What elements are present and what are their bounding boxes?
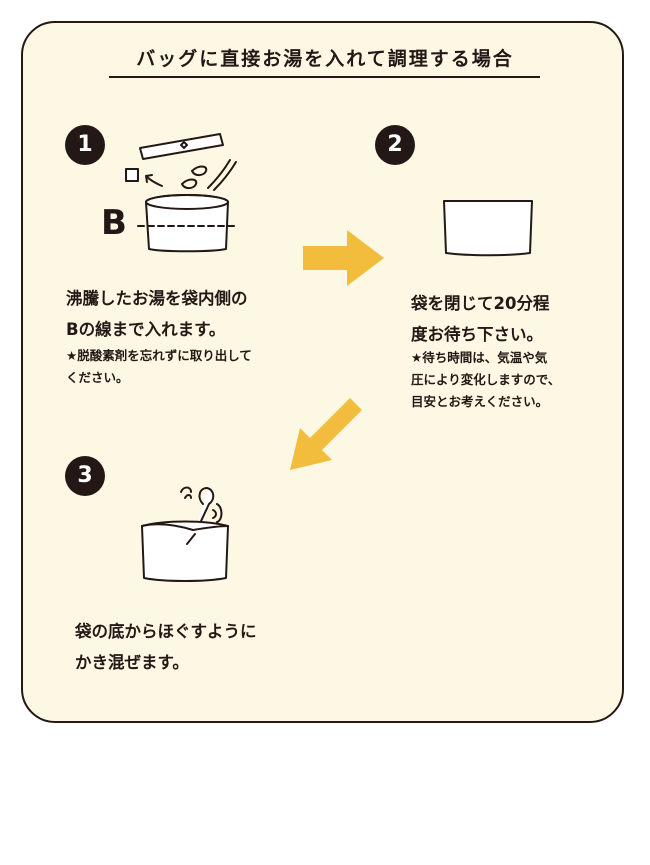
step-1-note: ★脱酸素剤を忘れずに取り出して ください。: [66, 348, 252, 385]
step-3-instruction: 袋の底からほぐすように かき混ぜます。: [75, 622, 257, 672]
b-line-label: B: [101, 203, 127, 243]
step-3-number-badge: 3: [65, 456, 105, 496]
arrow-right-icon: [303, 230, 384, 286]
step-2-instruction: 袋を閉じて20分程 度お待ち下さい。: [411, 294, 550, 344]
sealed-bag-icon: [443, 200, 533, 257]
bag-stir-icon: [141, 486, 229, 582]
title-underline: [109, 76, 540, 78]
instruction-card: [21, 21, 624, 723]
step-1-instruction: 沸騰したお湯を袋内側の Bの線まで入れます。: [66, 289, 248, 339]
step-2-note: ★待ち時間は、気温や気 圧により変化しますので、 目安とお考えください。: [411, 350, 561, 409]
arrow-down-left-icon: [290, 398, 362, 470]
bag-pour-icon: [125, 133, 237, 253]
page-title: バッグに直接お湯を入れて調理する場合: [136, 48, 514, 70]
step-2-number-badge: 2: [375, 125, 415, 165]
step-1-number-badge: 1: [65, 125, 105, 165]
